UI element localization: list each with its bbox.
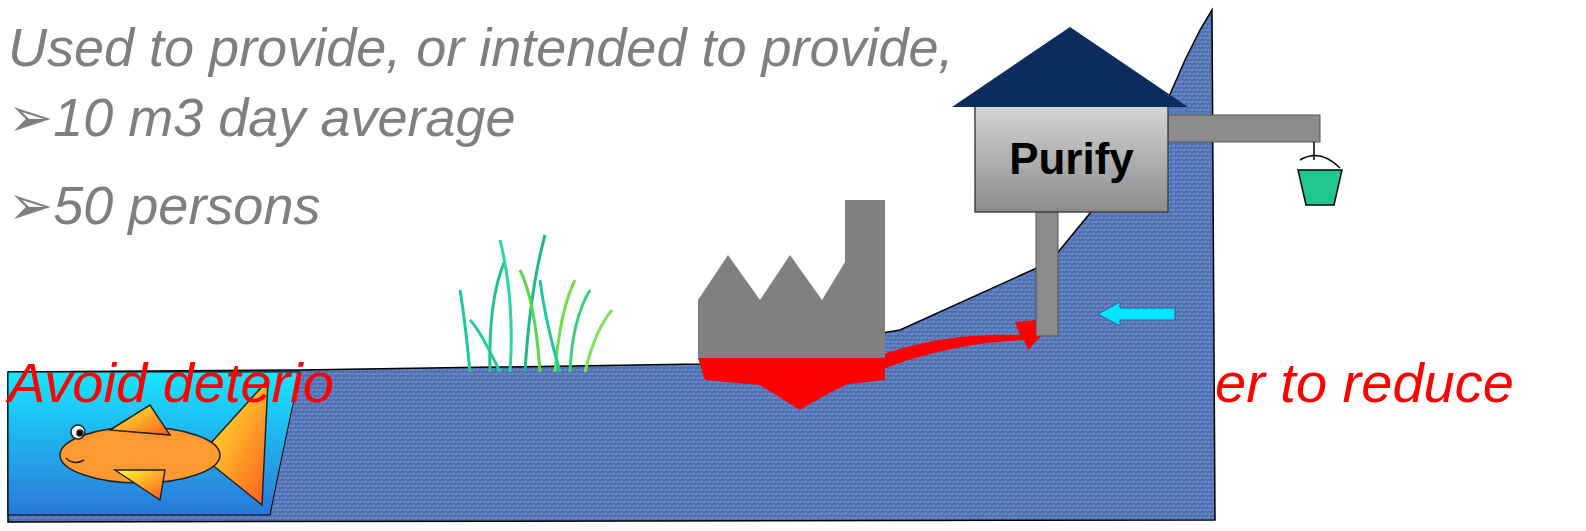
bucket-rope: [1313, 142, 1315, 160]
well-pipe: [1036, 212, 1058, 336]
scope-text: Used to provide, or intended to provide,: [8, 18, 954, 77]
node-label: Purify: [1009, 134, 1134, 184]
inflow-arrow: [1098, 302, 1175, 326]
bucket-arm: [1168, 115, 1320, 142]
factory: [698, 200, 885, 358]
objective-text: Avoid deterio: [8, 352, 334, 414]
process-box: Purify: [975, 105, 1168, 212]
bullet-text: ➢10 m3 day average: [8, 88, 516, 147]
ground: [8, 10, 1215, 522]
bucket-handle: [1300, 156, 1340, 169]
objective-text: er to reduce: [1215, 352, 1514, 414]
bucket: [1298, 170, 1342, 205]
grass: [460, 235, 612, 372]
house-roof: [952, 27, 1188, 107]
bullet-text: ➢50 persons: [8, 176, 320, 235]
house-body: [975, 105, 1168, 212]
